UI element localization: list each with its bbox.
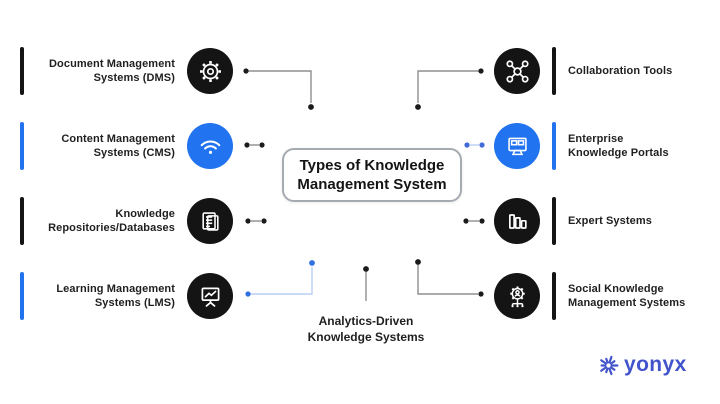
label-cms-line2: Systems (CMS): [93, 147, 175, 159]
label-collaboration: Collaboration Tools: [568, 47, 718, 95]
label-analytics-line1: Analytics-Driven: [318, 314, 414, 328]
yonyx-logo: yonyx: [596, 350, 687, 380]
label-collaboration-line1: Collaboration Tools: [568, 65, 673, 77]
accent-bar-dms: [20, 47, 24, 95]
label-expert-line1: Expert Systems: [568, 215, 652, 227]
label-dms: Document Management Systems (DMS): [30, 47, 175, 95]
accent-bar-social: [552, 272, 556, 320]
label-dms-line2: Systems (DMS): [93, 72, 175, 84]
accent-bar-lms: [20, 272, 24, 320]
wifi-icon: [200, 140, 220, 154]
label-analytics-line2: Knowledge Systems: [307, 330, 425, 344]
label-repositories-line1: Knowledge: [115, 208, 175, 220]
connector-dms: [246, 70, 312, 103]
label-portals-line2: Knowledge Portals: [568, 147, 669, 159]
node-dms: [187, 48, 233, 94]
accent-bar-portals: [552, 122, 556, 170]
node-lms: [187, 273, 233, 319]
people-network-icon: [505, 59, 529, 83]
node-repositories: [187, 198, 233, 244]
label-dms-line1: Document Management: [49, 58, 175, 70]
label-analytics: Analytics-Driven Knowledge Systems: [291, 313, 441, 345]
label-social: Social Knowledge Management Systems: [568, 272, 718, 320]
accent-bar-collaboration: [552, 47, 556, 95]
connector-collaboration: [417, 70, 481, 103]
label-social-line2: Management Systems: [568, 297, 686, 309]
social-gear-icon: [509, 285, 525, 307]
label-repositories: Knowledge Repositories/Databases: [30, 197, 175, 245]
node-social: [494, 273, 540, 319]
label-lms-line1: Learning Management: [56, 283, 175, 295]
title-line1: Types of Knowledge: [299, 157, 445, 174]
label-lms-line2: Systems (LMS): [94, 297, 175, 309]
label-portals-line1: Enterprise: [568, 133, 624, 145]
portal-monitor-icon: [507, 137, 527, 155]
node-portals: [494, 123, 540, 169]
bar-chart-icon: [508, 213, 527, 229]
label-cms-line1: Content Management: [61, 133, 175, 145]
accent-bar-repositories: [20, 197, 24, 245]
node-expert: [494, 198, 540, 244]
node-cms: [187, 123, 233, 169]
label-lms: Learning Management Systems (LMS): [30, 272, 175, 320]
accent-bar-expert: [552, 197, 556, 245]
gear-icon: [199, 60, 221, 82]
label-repositories-line2: Repositories/Databases: [48, 222, 175, 234]
node-collaboration: [494, 48, 540, 94]
yonyx-starburst-icon: [600, 355, 619, 375]
label-cms: Content Management Systems (CMS): [30, 122, 175, 170]
label-portals: Enterprise Knowledge Portals: [568, 122, 718, 170]
documents-icon: [201, 211, 219, 231]
presentation-board-icon: [201, 287, 219, 307]
label-social-line1: Social Knowledge: [568, 283, 664, 295]
connector-lms: [248, 267, 313, 295]
connector-social: [417, 265, 478, 295]
accent-bar-cms: [20, 122, 24, 170]
title-box: Types of Knowledge Management System: [282, 148, 462, 202]
label-expert: Expert Systems: [568, 197, 718, 245]
title-line2: Management System: [297, 176, 447, 193]
yonyx-logo-text: yonyx: [624, 353, 687, 376]
